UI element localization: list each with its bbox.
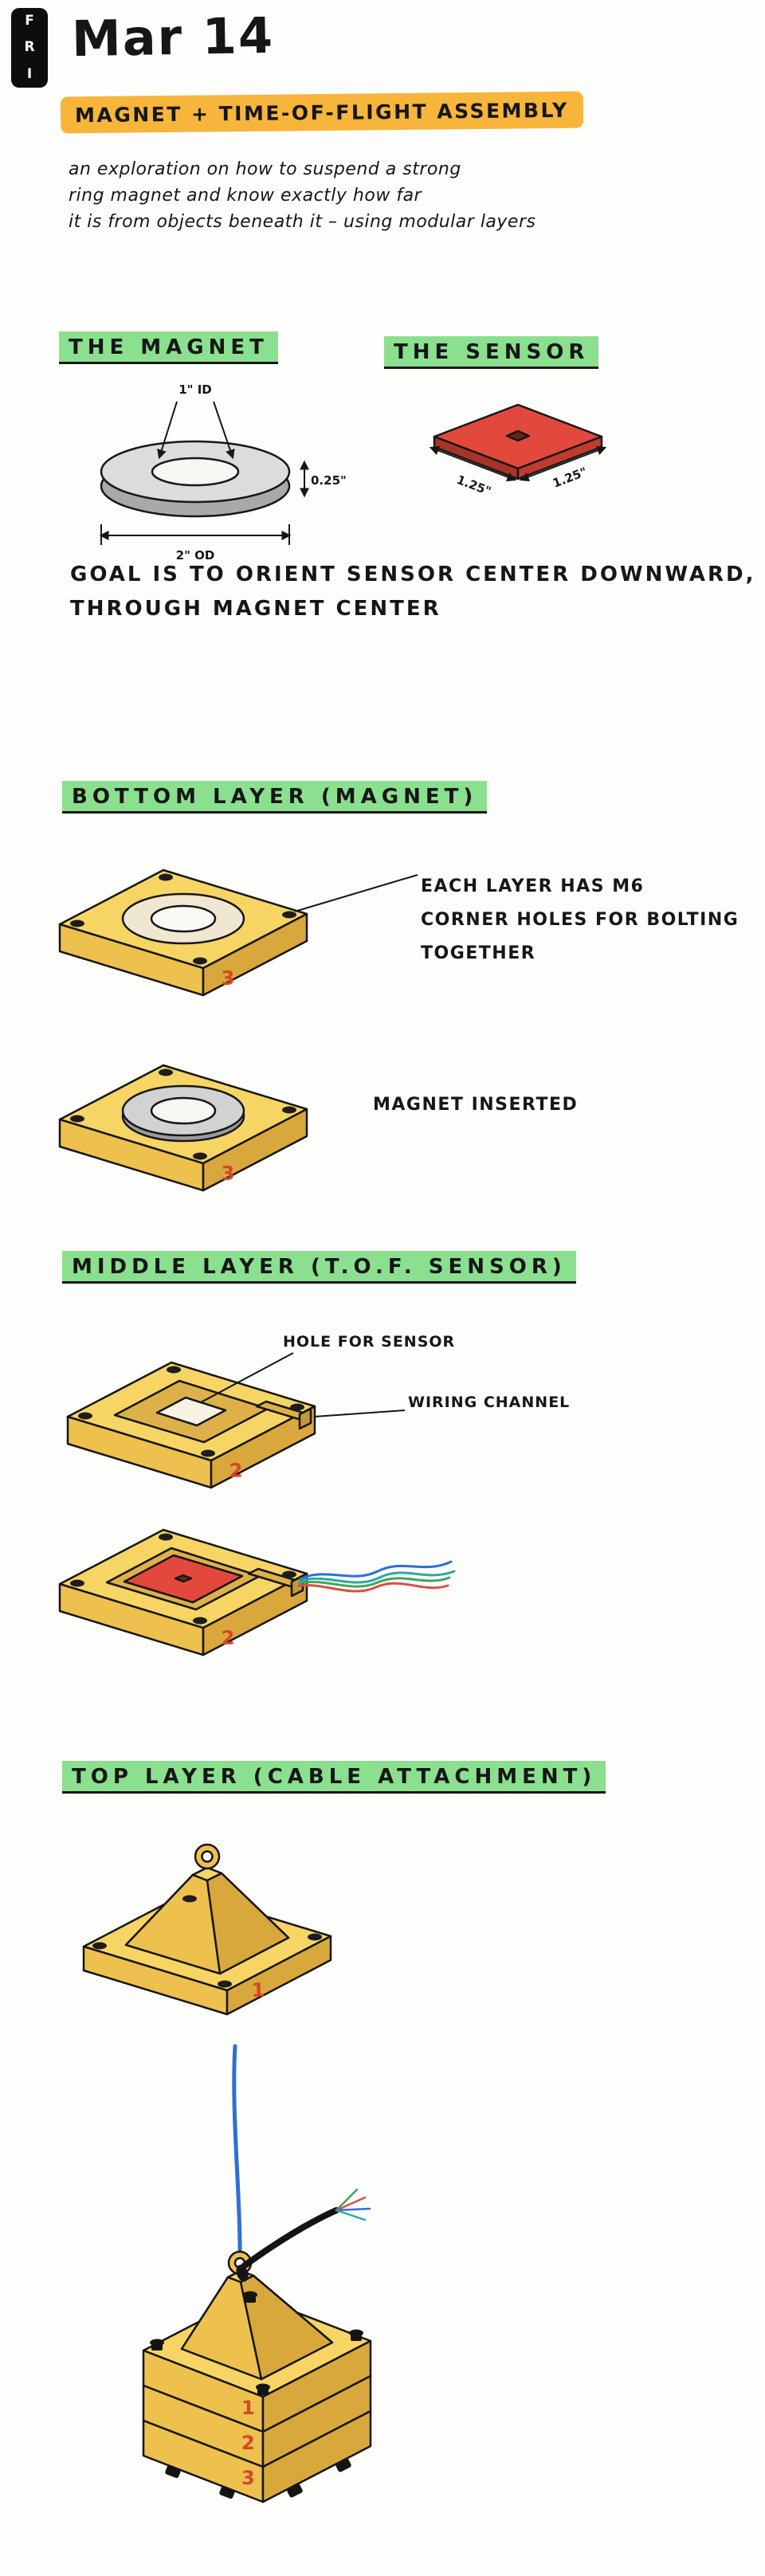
wiring-channel-notch	[298, 1407, 312, 1430]
assembly-figure: 1 2 3	[142, 2044, 372, 2503]
magnet-section-title-wrap: THE MAGNET	[59, 331, 278, 364]
wire-teal	[335, 2209, 367, 2221]
goal-line: THROUGH MAGNET CENTER	[70, 596, 441, 621]
wire-green	[335, 2188, 359, 2212]
day-letter: F	[25, 13, 34, 29]
layer-number-bottom: 3	[241, 2467, 255, 2489]
day-letter: I	[26, 65, 33, 82]
intro-line: it is from objects beneath it – using mo…	[69, 212, 536, 232]
sensor-section-title: THE SENSOR	[384, 336, 599, 369]
corner-bolt-holes	[70, 1533, 296, 1625]
intro-line: an exploration on how to suspend a stron…	[69, 159, 461, 179]
note-line: TOGETHER	[421, 943, 536, 963]
corner-bolt-holes	[92, 1895, 322, 1988]
corner-bolt-holes	[78, 1366, 304, 1457]
corner-bolt-holes	[70, 1068, 296, 1160]
sensor-figure: 1.25" 1.25"	[429, 403, 607, 499]
bottom-layer-empty-figure: 3	[58, 868, 418, 997]
magnet-thickness-dimension: 0.25"	[311, 473, 347, 488]
corner-bolts	[150, 2291, 363, 2395]
through-hole	[150, 904, 217, 933]
layer-number-label: 1	[251, 1978, 265, 2002]
bottom-layer-title: BOTTOM LAYER (MAGNET)	[62, 781, 488, 814]
top-layer-title: TOP LAYER (CABLE ATTACHMENT)	[62, 1761, 606, 1794]
magnet-dimension-arrows	[99, 401, 309, 545]
layer-number-top: 1	[241, 2397, 255, 2419]
bottom-layer-magnet-figure: 3	[58, 1064, 308, 1192]
feet	[165, 2458, 351, 2499]
main-heading-wrap: MAGNET + TIME-OF-FLIGHT ASSEMBLY	[60, 91, 583, 134]
wire-fan	[335, 2188, 371, 2221]
middle-layer-slab	[66, 1361, 316, 1489]
wire-blue	[298, 1560, 453, 1581]
sensor-dim-right: 1.25"	[551, 465, 589, 491]
top-layer-title-wrap: TOP LAYER (CABLE ATTACHMENT)	[62, 1761, 606, 1794]
sensor-section-title-wrap: THE SENSOR	[384, 336, 599, 369]
hole-pointer-line	[200, 1352, 294, 1403]
sensor-chip	[174, 1574, 193, 1583]
day-letter: R	[24, 39, 35, 56]
wire-green	[298, 1576, 451, 1588]
corner-holes-note: EACH LAYER HAS M6 CORNER HOLES FOR BOLTI…	[421, 870, 739, 970]
sensor-hole	[155, 1396, 227, 1427]
middle-layer-sensor-figure: 2	[58, 1528, 456, 1657]
wire-red	[335, 2196, 367, 2212]
wire-bundle	[241, 2207, 339, 2269]
middle-layer-slab	[58, 1528, 308, 1657]
middle-layer-title: MIDDLE LAYER (T.O.F. SENSOR)	[62, 1251, 576, 1284]
note-line: CORNER HOLES FOR BOLTING	[421, 909, 740, 930]
sensor-chip	[505, 429, 531, 442]
main-heading: MAGNET + TIME-OF-FLIGHT ASSEMBLY	[60, 91, 583, 134]
page-title: Mar 14	[71, 6, 275, 69]
channel-pointer-line	[313, 1410, 406, 1417]
layer-number-label: 2	[229, 1459, 243, 1482]
wire-teal	[299, 1570, 456, 1584]
middle-layer-empty-figure: HOLE FOR SENSOR WIRING CHANNEL 2	[66, 1333, 570, 1489]
inserted-ring-magnet	[121, 1084, 245, 1143]
sensor-dimension-arrows	[429, 445, 607, 482]
cable-tape-wrap	[236, 2264, 249, 2282]
magnet-od-dimension: 2" OD	[176, 548, 215, 563]
magnet-section-title: THE MAGNET	[59, 331, 278, 364]
day-badge: F R I	[11, 8, 48, 88]
goal-text: GOAL IS TO ORIENT SENSOR CENTER DOWNWARD…	[70, 558, 755, 626]
hole-for-sensor-label: HOLE FOR SENSOR	[283, 1333, 455, 1351]
sensor-wires	[297, 1560, 456, 1593]
note-pointer-line	[294, 874, 418, 912]
layer-number-label: 2	[221, 1626, 235, 1649]
layer-number-label: 3	[221, 1162, 235, 1185]
bottom-layer-title-wrap: BOTTOM LAYER (MAGNET)	[62, 781, 488, 814]
wiring-channel-label: WIRING CHANNEL	[408, 1394, 570, 1411]
intro-text: an exploration on how to suspend a stron…	[69, 156, 536, 235]
magnet-figure: 1" ID 0.25" 2" OD	[99, 382, 347, 563]
magnet-id-dimension: 1" ID	[178, 382, 212, 397]
magnet-inserted-note: MAGNET INSERTED	[373, 1095, 579, 1115]
sensor-dim-left: 1.25"	[455, 472, 493, 499]
intro-line: ring magnet and know exactly how far	[69, 186, 422, 206]
note-line: EACH LAYER HAS M6	[421, 876, 645, 896]
top-layer-figure: 1	[82, 1843, 332, 2016]
wire-red	[297, 1582, 449, 1593]
corner-bolt-holes	[70, 873, 296, 965]
suspension-cable	[232, 2044, 242, 2257]
goal-line: GOAL IS TO ORIENT SENSOR CENTER DOWNWARD…	[70, 563, 756, 586]
layer-number-label: 3	[221, 966, 235, 990]
middle-layer-title-wrap: MIDDLE LAYER (T.O.F. SENSOR)	[62, 1251, 576, 1284]
bottom-layer-slab	[58, 868, 308, 997]
layer-stack	[142, 2339, 372, 2503]
ring-magnet-drawing	[100, 440, 291, 518]
wire-blue	[335, 2207, 371, 2212]
layer-number-middle: 2	[241, 2432, 255, 2454]
